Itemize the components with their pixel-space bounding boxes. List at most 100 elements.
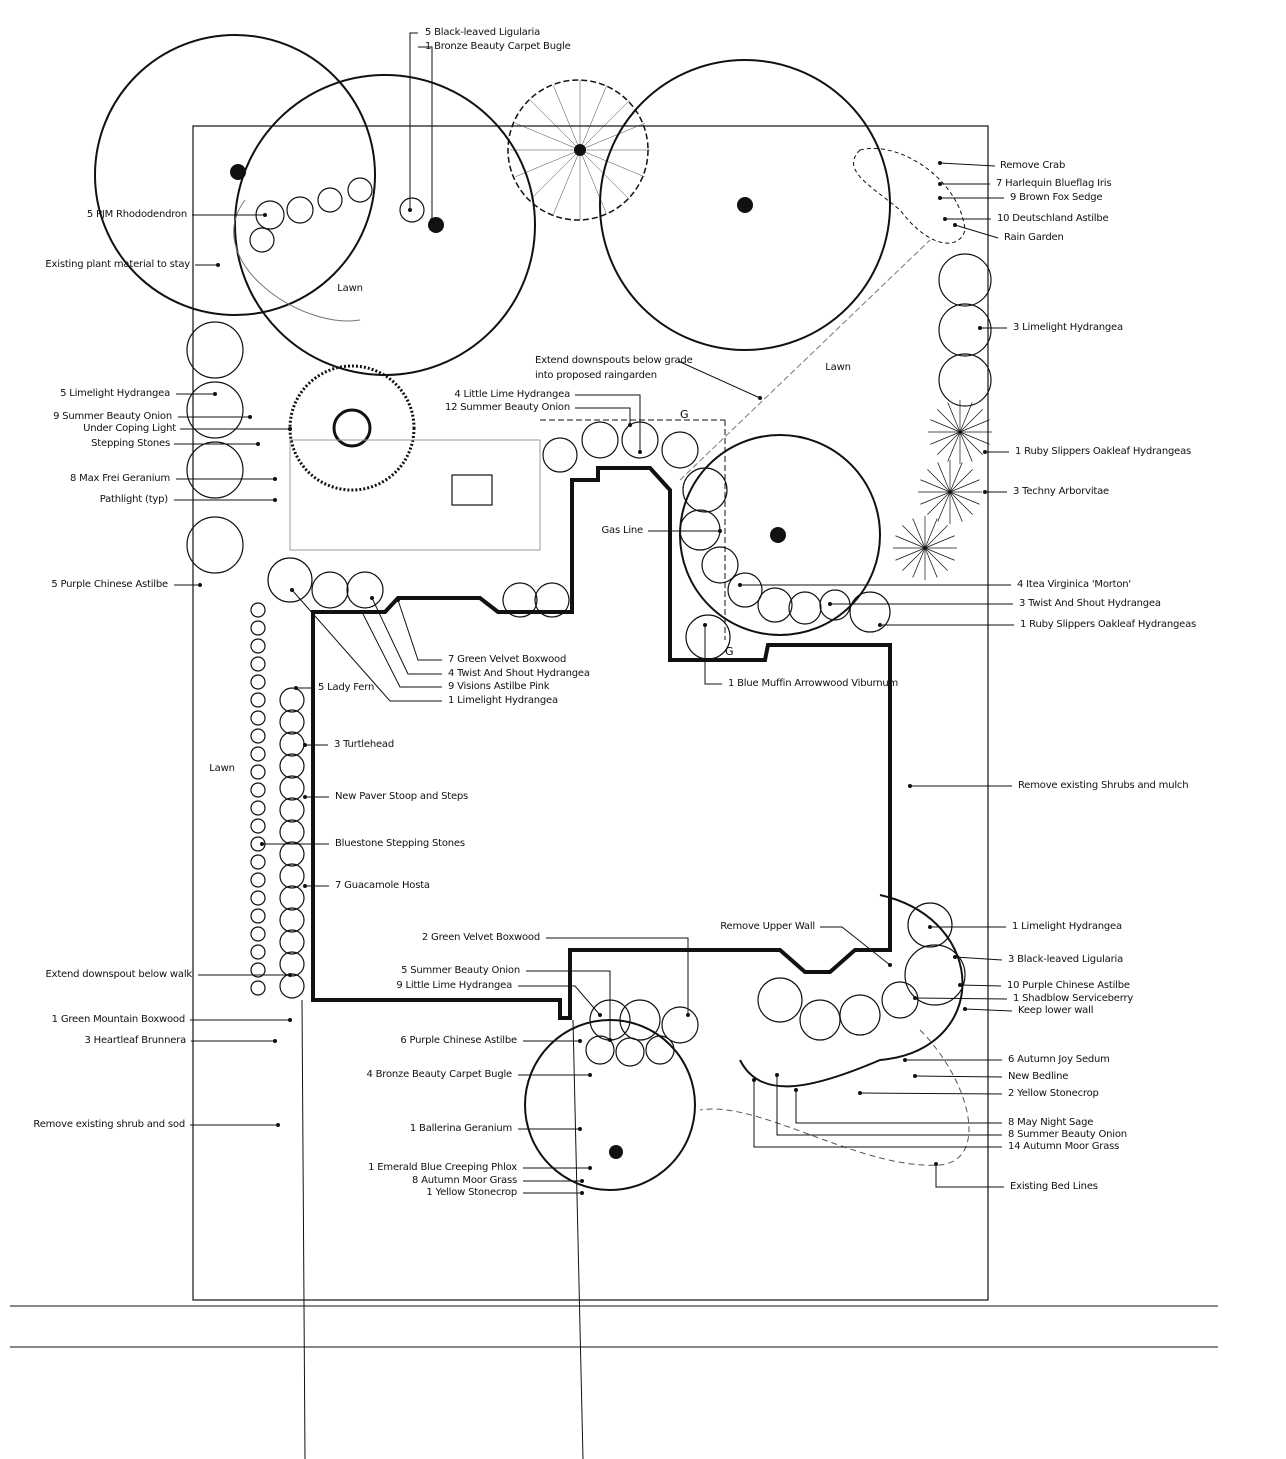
leader-arrow-icon — [752, 1078, 756, 1082]
plant-label: 1 Limelight Hydrangea — [1012, 921, 1122, 932]
tree-trunk — [230, 164, 246, 180]
shrub-symbol — [279, 819, 305, 845]
downspout-line — [679, 239, 931, 481]
plant-label: 1 Yellow Stonecrop — [426, 1187, 517, 1198]
plant-label: 14 Autumn Moor Grass — [1008, 1141, 1120, 1152]
shrub-symbol — [250, 728, 266, 744]
leader-line — [677, 360, 761, 399]
arborvitae-symbol — [937, 462, 951, 493]
leader-arrow-icon — [588, 1166, 592, 1170]
plant-label: Lawn — [825, 362, 851, 373]
shrub-symbol — [645, 1035, 675, 1065]
arborvitae-symbol — [579, 149, 630, 200]
shrub-symbol — [279, 731, 305, 757]
leader-line — [954, 956, 1003, 961]
shrub-symbol — [907, 902, 953, 948]
leader-line — [704, 625, 722, 685]
plant-label: 1 Bronze Beauty Carpet Bugle — [425, 41, 571, 52]
leader-arrow-icon — [983, 450, 987, 454]
plant-label: 1 Ruby Slippers Oakleaf Hydrangeas — [1020, 619, 1197, 630]
shrub-symbol — [619, 999, 661, 1041]
lawn-edge — [233, 199, 361, 322]
plant-label: 5 Black-leaved Ligularia — [425, 27, 541, 38]
leader-line — [954, 224, 999, 239]
plant-label: Existing Bed Lines — [1010, 1181, 1098, 1192]
leader-line — [397, 599, 442, 661]
shrub-symbol — [186, 516, 244, 574]
tree-trunk — [770, 527, 786, 543]
house-outline — [311, 466, 892, 1020]
shrub-symbol — [881, 981, 919, 1019]
arborvitae-symbol — [949, 479, 980, 493]
shrub-symbol — [279, 841, 305, 867]
shrub-symbol — [679, 509, 721, 551]
plant-label: 12 Summer Beauty Onion — [444, 402, 570, 413]
shrub-symbol — [250, 782, 266, 798]
property-line — [192, 125, 989, 1301]
shrub-symbol — [661, 431, 699, 469]
plant-label: 5 Summer Beauty Onion — [401, 965, 520, 976]
arborvitae-symbol — [959, 402, 973, 433]
leader-line — [939, 162, 996, 167]
leader-line — [935, 1164, 1004, 1188]
plant-label: New Bedline — [1008, 1071, 1069, 1082]
leader-arrow-icon — [288, 1018, 292, 1022]
shrub-symbol — [279, 775, 305, 801]
gas-marker: G — [680, 408, 689, 421]
leader-arrow-icon — [273, 1039, 277, 1043]
arborvitae-symbol — [924, 547, 948, 571]
shrub-symbol — [502, 582, 538, 618]
shrub-symbol — [534, 582, 570, 618]
shrub-symbol — [399, 197, 425, 223]
plant-label: Gas Line — [601, 525, 643, 536]
plant-label: 1 Blue Muffin Arrowwood Viburnum — [728, 678, 899, 689]
arborvitae-symbol — [579, 85, 607, 151]
shrub-symbol — [250, 620, 266, 636]
shrub-symbol — [279, 929, 305, 955]
plant-label: 2 Yellow Stonecrop — [1008, 1088, 1099, 1099]
leader-arrow-icon — [703, 623, 707, 627]
plant-label: Extend downspout below walk — [45, 969, 193, 980]
leader-arrow-icon — [928, 925, 932, 929]
walk-edge — [572, 1019, 584, 1459]
shrub-symbol — [250, 926, 266, 942]
leader-line — [959, 984, 1002, 987]
arborvitae-symbol — [579, 100, 630, 151]
arborvitae-symbol — [553, 149, 581, 215]
leader-line — [964, 1008, 1013, 1012]
leader-arrow-icon — [958, 983, 962, 987]
plant-label: 4 Little Lime Hydrangea — [454, 389, 570, 400]
shrub-symbol — [250, 980, 266, 996]
shrub-symbol — [849, 591, 891, 633]
shrub-symbol — [250, 890, 266, 906]
arborvitae-symbol — [924, 518, 938, 549]
leader-line — [291, 589, 442, 702]
arborvitae-symbol — [579, 149, 645, 177]
driveway-edge — [301, 999, 306, 1459]
plant-label: 5 Lady Fern — [318, 682, 375, 693]
shrub-symbol — [788, 591, 822, 625]
shrub-symbol — [286, 196, 314, 224]
plant-label: 6 Purple Chinese Astilbe — [400, 1035, 517, 1046]
leader-line — [575, 394, 641, 452]
plant-label: 10 Purple Chinese Astilbe — [1007, 980, 1130, 991]
plant-label: 1 Ballerina Geranium — [409, 1123, 512, 1134]
arborvitae-symbol — [924, 547, 938, 578]
plant-label: 3 Heartleaf Brunnera — [84, 1035, 186, 1046]
plant-label: Remove existing Shrubs and mulch — [1018, 780, 1189, 791]
leader-arrow-icon — [370, 596, 374, 600]
arborvitae-symbol — [927, 491, 951, 515]
leader-arrow-icon — [738, 583, 742, 587]
leader-arrow-icon — [828, 602, 832, 606]
shrub-symbol — [267, 557, 313, 603]
arborvitae-symbol — [579, 149, 607, 215]
plant-label: 7 Green Velvet Boxwood — [448, 654, 567, 665]
arborvitae-symbol — [912, 518, 926, 549]
shrub-symbol — [311, 571, 349, 609]
leader-line — [575, 407, 631, 425]
arborvitae-symbol — [902, 525, 926, 549]
shrub-symbol — [279, 709, 305, 735]
shrub-symbol — [250, 692, 266, 708]
shrub-symbol — [701, 546, 739, 584]
leader-arrow-icon — [938, 196, 942, 200]
